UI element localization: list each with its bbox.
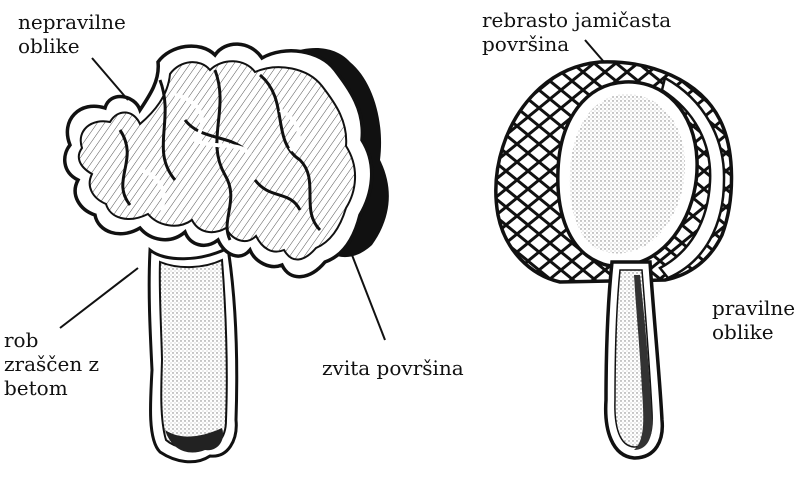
label-ribbed-line2: površina [482, 32, 671, 56]
leader-convoluted [352, 255, 385, 340]
label-fused-margin: rob zraščen z betom [4, 328, 99, 400]
left-mushroom-figure [65, 44, 389, 462]
label-ribbed-line1: rebrasto jamičasta [482, 8, 671, 32]
right-mushroom-figure [496, 62, 732, 458]
label-fused-line2: zraščen z [4, 352, 99, 376]
leader-irregular [92, 58, 128, 100]
left-stem-inner [160, 260, 227, 448]
label-convoluted-surface: zvita površina [322, 356, 464, 380]
label-ribbed-pitted-surface: rebrasto jamičasta površina [482, 8, 671, 56]
label-fused-line3: betom [4, 376, 99, 400]
label-irregular-line1: nepravilne [18, 10, 126, 34]
label-regular-shape: pravilne oblike [712, 296, 795, 344]
label-irregular-shape: nepravilne oblike [18, 10, 126, 58]
label-convoluted-line1: zvita površina [322, 356, 464, 380]
label-regular-line2: oblike [712, 320, 795, 344]
leader-fused [60, 268, 138, 328]
label-fused-line1: rob [4, 328, 99, 352]
label-irregular-line2: oblike [18, 34, 126, 58]
label-regular-line1: pravilne [712, 296, 795, 320]
